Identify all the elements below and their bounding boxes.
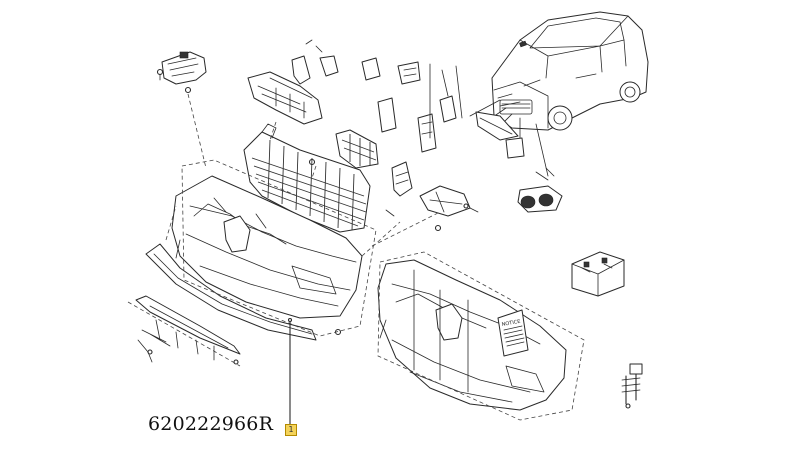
fog-lamp-parts	[517, 167, 563, 213]
small-clips	[308, 158, 413, 336]
group-outline-right	[377, 251, 585, 421]
upper-left-bracket	[156, 51, 207, 169]
mesh-bracket	[335, 129, 379, 169]
assembly-dashed-lines	[269, 121, 441, 247]
notice-label: NOTICE	[501, 319, 521, 328]
lower-spoiler-strip	[145, 243, 317, 341]
center-brackets	[377, 63, 525, 159]
clip-box	[571, 251, 625, 297]
top-clips	[291, 39, 421, 85]
car-illustration	[491, 11, 649, 131]
group-outline-left	[127, 159, 401, 367]
lower-skid-strip	[135, 295, 241, 365]
callout-badge[interactable]: 1	[285, 424, 297, 436]
front-bumper-main	[171, 175, 363, 319]
right-bumper-leaders	[413, 269, 469, 393]
callout-leader	[287, 317, 293, 425]
part-number-label: 620222966R	[148, 413, 274, 435]
front-bumper-alt	[377, 259, 567, 411]
bolt-detail	[621, 363, 643, 409]
lower-grille	[243, 123, 371, 233]
notice-card: NOTICE	[497, 309, 529, 357]
upper-beam	[247, 71, 323, 125]
side-bracket-right	[419, 185, 479, 232]
